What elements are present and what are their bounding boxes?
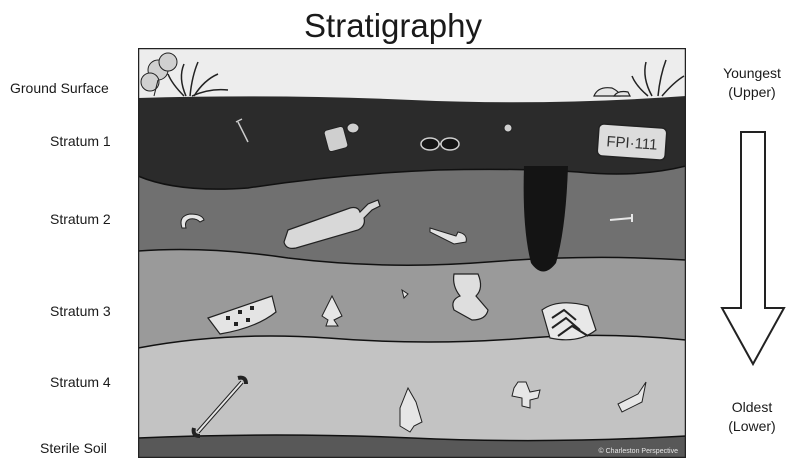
label-stratum-3: Stratum 3 — [50, 302, 111, 320]
diagram-title: Stratigraphy — [0, 4, 786, 48]
youngest-text: Youngest — [702, 64, 786, 83]
license-plate-text: FPI·111 — [606, 133, 658, 154]
label-stratum-2: Stratum 2 — [50, 210, 111, 228]
oldest-text: Oldest — [702, 398, 786, 417]
label-ground-surface: Ground Surface — [10, 79, 109, 97]
credit-text: © Charleston Perspective — [599, 447, 679, 455]
label-sterile-soil: Sterile Soil — [40, 439, 107, 457]
lower-text: (Lower) — [702, 417, 786, 436]
time-arrow — [720, 128, 786, 370]
upper-text: (Upper) — [702, 83, 786, 102]
license-plate-artifact: FPI·111 — [597, 124, 667, 161]
youngest-label: Youngest (Upper) — [702, 64, 786, 102]
label-stratum-4: Stratum 4 — [50, 373, 111, 391]
stratigraphy-illustration: FPI·111 © Charleston Perspective — [138, 48, 686, 458]
patterned-sherd-artifact — [542, 303, 596, 340]
coin-artifact — [504, 124, 512, 132]
oldest-label: Oldest (Lower) — [702, 398, 786, 436]
label-stratum-1: Stratum 1 — [50, 132, 111, 150]
